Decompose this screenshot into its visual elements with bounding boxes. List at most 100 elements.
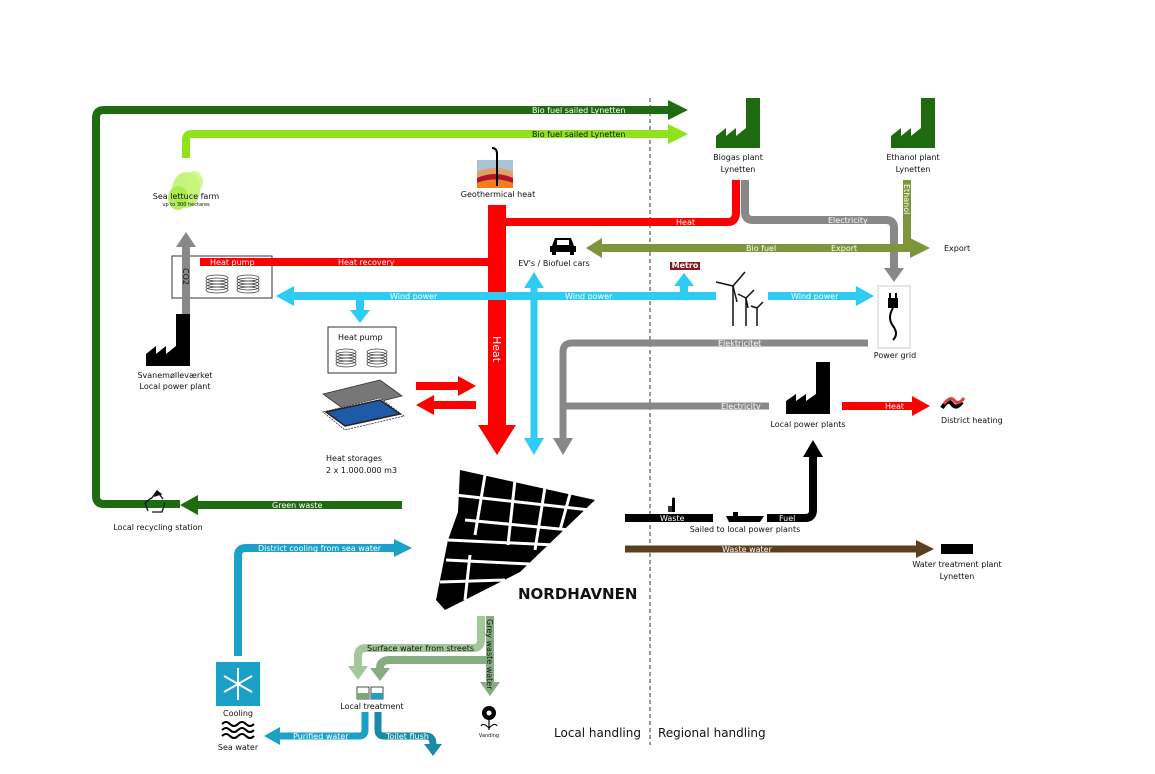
- flow-label-wind-power-right: Wind power: [791, 292, 839, 301]
- metro: Metro: [670, 261, 700, 270]
- treatment-tanks-icon: [356, 686, 384, 700]
- flow-label-toilet-flush: Toilet flush: [385, 732, 429, 741]
- vanding: Vanding: [479, 706, 499, 739]
- nordhavnen-map: NORDHAVNEN: [436, 470, 637, 610]
- zone-local-label: Local handling: [554, 726, 641, 740]
- flow-label-heat-vertical: Heat: [490, 336, 503, 363]
- flower-icon: [480, 706, 498, 730]
- flow-waste-water: Waste water: [625, 540, 934, 558]
- flow-bio-fuel-dark: Bio fuel sailed Lynetten: [92, 100, 688, 508]
- heat-storages: Heat storages 2 x 1.000.000 m3: [322, 379, 405, 475]
- flow-label-fuel: Fuel: [779, 514, 795, 523]
- heat-storages-sublabel: 2 x 1.000.000 m3: [326, 466, 397, 475]
- cooling-label: Cooling: [223, 709, 253, 718]
- flow-label-export: Export: [831, 244, 857, 253]
- flow-waste: Waste Fuel Sailed to local power plants: [625, 440, 823, 534]
- flow-heat-district: Heat: [842, 396, 930, 416]
- recycling-station: Local recycling station: [113, 489, 203, 532]
- sea-lettuce-farm: Sea lettuce farm up to 300 hectares: [153, 171, 220, 210]
- car-icon: [550, 238, 576, 255]
- recycle-icon: [144, 489, 166, 513]
- metro-label: Metro: [672, 261, 699, 270]
- flow-electricity-top: Electricity: [741, 180, 904, 282]
- local-treatment: Local treatment: [340, 686, 404, 711]
- flow-label-bio-fuel-light: Bio fuel sailed Lynetten: [532, 130, 626, 139]
- factory-icon: [716, 98, 760, 148]
- flow-co2: CO2: [176, 232, 196, 325]
- geothermal-icon: [477, 147, 513, 188]
- flow-label-bio-fuel-dark: Bio fuel sailed Lynetten: [532, 106, 626, 115]
- ethanol-sublabel: Lynetten: [896, 165, 931, 174]
- heat-exchange-arrows: [416, 376, 476, 415]
- vanding-label: Vanding: [479, 733, 499, 739]
- ship-icon: [726, 512, 764, 522]
- flow-surface-water: Surface water from streets: [348, 616, 485, 680]
- sailed-label: Sailed to local power plants: [690, 525, 801, 534]
- geothermal-heat: Geothermical heat: [461, 147, 535, 199]
- flow-label-heat-district: Heat: [885, 402, 904, 411]
- flow-heat-recovery: Heat pump Heat recovery: [200, 258, 501, 273]
- flow-district-cooling: District cooling from sea water: [234, 539, 412, 656]
- flow-heat: Heat Heat: [478, 180, 740, 455]
- recycling-label: Local recycling station: [113, 523, 203, 532]
- flow-label-waste: Waste: [660, 514, 685, 523]
- flow-label-heat-pump: Heat pump: [210, 258, 255, 267]
- district-heating-label: District heating: [941, 416, 1003, 425]
- treatment-plant-icon: [941, 544, 973, 554]
- flow-purified-water: Purified water: [264, 712, 369, 745]
- trash-person-icon: [668, 497, 675, 512]
- flow-label-grey-waste-water: Grey waste water: [485, 619, 494, 690]
- flow-label-electricity-top: Electricity: [828, 216, 868, 225]
- flow-elektricitet: Elektricitet Electricity: [553, 339, 868, 455]
- heat-pump-label: Heat pump: [338, 333, 383, 342]
- flow-label-wind-power-left: Wind power: [390, 292, 438, 301]
- svanemolle-sublabel: Local power plant: [140, 382, 211, 391]
- water-treatment-label: Water treatment plant: [912, 560, 1001, 569]
- svanemolle-label: Svanemølleværket: [137, 371, 212, 380]
- flow-label-surface-water: Surface water from streets: [367, 644, 474, 653]
- flow-label-electricity-mid: Electricity: [721, 402, 761, 411]
- ethanol-plant: Ethanol plant Lynetten: [886, 98, 940, 174]
- flow-bio-fuel-light: Bio fuel sailed Lynetten: [182, 124, 688, 158]
- heat-pump: Heat pump: [327, 326, 397, 374]
- factory-icon: [891, 98, 935, 148]
- geothermal-label: Geothermical heat: [461, 190, 535, 199]
- factory-icon: [146, 314, 190, 366]
- local-power-plants-label: Local power plants: [770, 420, 845, 429]
- heat-storages-label: Heat storages: [326, 454, 382, 463]
- flow-wind-power: Wind power Wind power Wind power: [276, 272, 874, 455]
- flow-label-green-waste: Green waste: [272, 501, 323, 510]
- biogas-plant: Biogas plant Lynetten: [713, 98, 763, 174]
- svanemolle-power-plant: Svanemølleværket Local power plant: [137, 314, 213, 391]
- power-grid: Power grid: [874, 285, 916, 360]
- nordhavnen-label: NORDHAVNEN: [518, 585, 637, 603]
- sea-lettuce-label: Sea lettuce farm: [153, 192, 220, 201]
- coil-icon: [205, 274, 260, 294]
- flow-green-waste: Green waste: [180, 495, 402, 515]
- ev-biofuel-cars: EV's / Biofuel cars: [518, 238, 590, 268]
- flow-label-co2: CO2: [181, 268, 190, 285]
- power-grid-label: Power grid: [874, 351, 916, 360]
- plug-icon: [888, 293, 898, 341]
- flow-label-district-cooling: District cooling from sea water: [258, 544, 382, 553]
- flow-label-waste-water: Waste water: [722, 545, 773, 554]
- flow-label-ethanol: Ethanol: [902, 184, 911, 214]
- cooling: Cooling Sea water: [216, 662, 260, 752]
- sea-lettuce-sublabel: up to 300 hectares: [162, 202, 210, 208]
- sea-water-label: Sea water: [218, 743, 259, 752]
- flow-label-wind-power-mid: Wind power: [565, 292, 613, 301]
- flow-label-heat-top: Heat: [676, 218, 695, 227]
- wind-turbine-icon: [715, 271, 764, 326]
- district-heating-icon: [940, 397, 966, 410]
- sea-lettuce-icon: [168, 171, 203, 210]
- local-power-plants: Local power plants: [770, 362, 846, 429]
- export-label: Export: [944, 244, 970, 253]
- flow-grey-waste-water: Grey waste water: [370, 616, 500, 696]
- biogas-label: Biogas plant: [713, 153, 763, 162]
- snowflake-icon: [223, 668, 253, 700]
- flow-label-elektricitet: Elektricitet: [718, 339, 761, 348]
- flow-bio-fuel-export: Bio fuel Export Export: [586, 238, 970, 258]
- flow-label-purified-water: Purified water: [293, 732, 349, 741]
- biogas-sublabel: Lynetten: [721, 165, 756, 174]
